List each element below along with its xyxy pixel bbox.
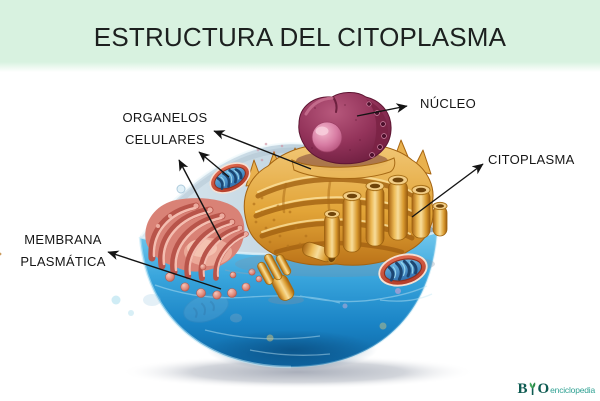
mitochondrion-graphic [378, 253, 428, 287]
mitochondrion-graphic [209, 162, 251, 194]
arrow-citoplasma [411, 163, 484, 218]
header-band: ESTRUCTURA DEL CITOPLASMA [0, 0, 600, 72]
label-organelos-celulares: ORGANELOS CELULARES [122, 110, 208, 147]
label-citoplasma: CITOPLASMA [488, 152, 575, 167]
vesicles [165, 263, 263, 300]
logo-letter-b: B [517, 381, 528, 397]
brand-logo: B O enciclopedia [517, 380, 595, 397]
arrow-organelos-golgi [213, 130, 312, 170]
cell-shadow [120, 355, 476, 389]
label-nucleo: NÚCLEO [420, 96, 476, 111]
label-membrana-plasmatica: MEMBRANA PLASMÁTICA [20, 232, 106, 269]
logo-letter-o: O [537, 381, 550, 397]
leaf-icon [528, 380, 537, 396]
nucleus-graphic [296, 92, 392, 171]
arrow-organelos-mitochondrion [198, 151, 230, 178]
arrow-nucleo [356, 103, 408, 117]
logo-name: enciclopedia [550, 385, 595, 395]
page-title: ESTRUCTURA DEL CITOPLASMA [93, 22, 507, 52]
golgi-tubes-graphic [302, 174, 448, 264]
golgi-front-fold [291, 157, 396, 179]
centriole-graphic [257, 253, 304, 305]
smooth-er-graphic [145, 198, 263, 300]
nucleolus-graphic [311, 121, 343, 153]
arrow-organelos-er [178, 159, 222, 241]
annotation-arrows [107, 103, 484, 290]
arrow-membrana [107, 250, 222, 290]
